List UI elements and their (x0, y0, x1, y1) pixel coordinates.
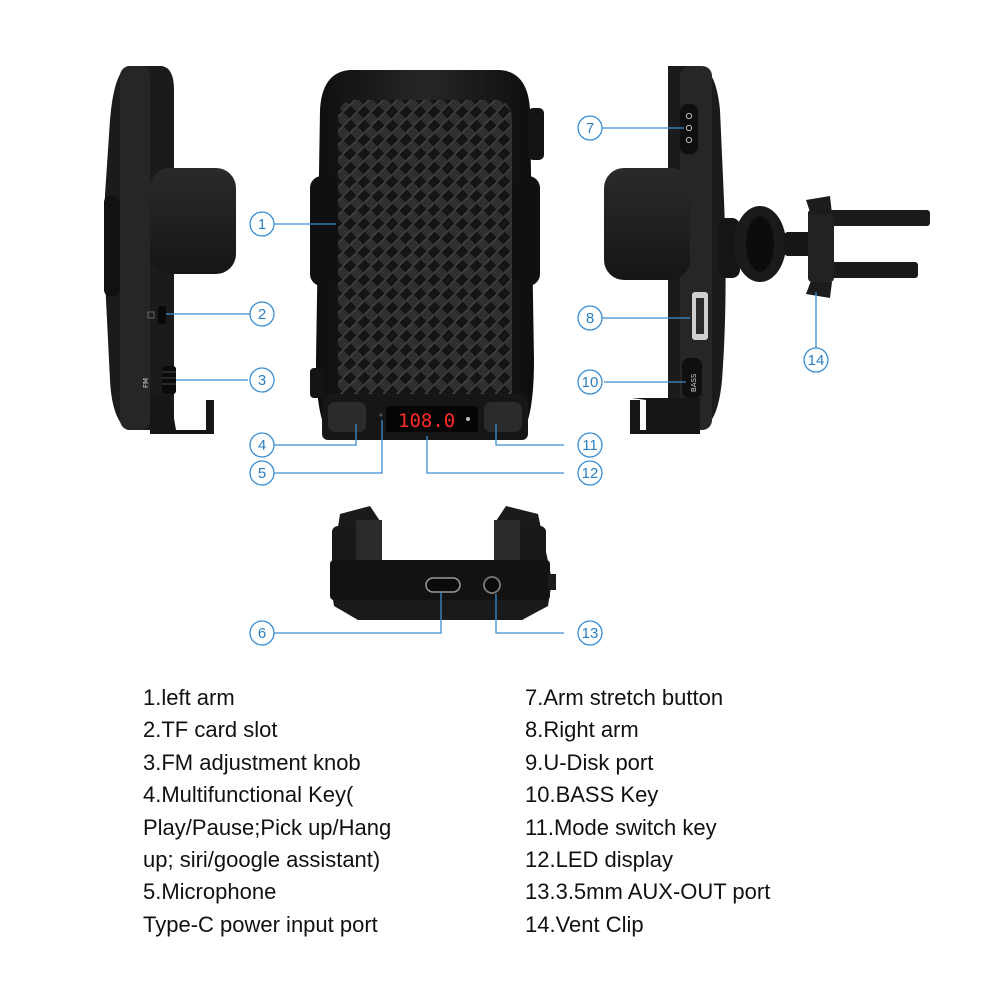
legend-item: 12.LED display (525, 847, 673, 873)
legend-item: 1.left arm (143, 685, 235, 710)
callout-5: 5 (258, 465, 266, 482)
microphone (379, 413, 383, 417)
legend-item: 8.Right arm (525, 717, 639, 743)
mode-switch-key[interactable] (484, 402, 522, 432)
callout-10: 10 (582, 374, 599, 391)
legend-item: 10.BASS Key (525, 782, 659, 808)
callout-3: 3 (258, 372, 266, 389)
legend-item: Play/Pause;Pick up/Hang (143, 814, 392, 840)
callout-1: 1 (258, 216, 266, 233)
arm-stretch-button[interactable] (680, 104, 698, 154)
callout-2: 2 (258, 306, 266, 323)
legend-item: Type-C power input port (143, 911, 378, 937)
legend-left: 1.left arm 2.TF card slot 3.FM adjustmen… (143, 682, 391, 941)
front-view: 108.0 (310, 70, 544, 440)
fm-adjustment-knob: FM (142, 366, 176, 394)
callout-13: 13 (582, 625, 599, 642)
callout-8: 8 (586, 310, 594, 327)
legend-item: 9.U-Disk port (525, 749, 654, 775)
left-side-view: FM (104, 66, 236, 434)
vent-clip (718, 196, 930, 298)
callout-4: 4 (258, 437, 266, 454)
right-side-view: BASS (604, 66, 930, 434)
bottom-view (330, 506, 556, 620)
callout-6: 6 (258, 625, 266, 642)
led-display-value: 108.0 (398, 410, 455, 432)
legend-item: 11.Mode switch key (525, 814, 717, 840)
legend-item: 4.Multifunctional Key( (143, 782, 354, 808)
product-diagram: FM 108.0 BASS (104, 66, 930, 646)
multifunctional-key[interactable] (328, 402, 366, 432)
legend-right: 7.Arm stretch button 8.Right arm 9.U-Dis… (525, 682, 770, 941)
bass-key[interactable]: BASS (682, 358, 702, 398)
legend-item: 13.3.5mm AUX-OUT port (525, 879, 771, 905)
callouts: 1 2 3 4 5 6 7 8 10 11 12 13 14 (166, 115, 829, 646)
callout-12: 12 (582, 465, 599, 482)
callout-11: 11 (582, 437, 598, 454)
svg-text:FM: FM (142, 378, 150, 388)
svg-text:BASS: BASS (690, 373, 698, 392)
legend-item: 5.Microphone (143, 879, 277, 905)
led-display (386, 406, 478, 432)
legend-item: 7.Arm stretch button (525, 685, 724, 710)
aux-out-port (483, 576, 501, 594)
legend-item: 2.TF card slot (143, 717, 278, 743)
legend-item: 3.FM adjustment knob (143, 749, 361, 775)
callout-14: 14 (808, 352, 825, 369)
legend-item: 14.Vent Clip (525, 911, 644, 937)
callout-7: 7 (586, 120, 594, 137)
tf-card-slot (158, 306, 166, 324)
type-c-port (425, 577, 461, 593)
legend-item: up; siri/google assistant) (143, 847, 381, 873)
